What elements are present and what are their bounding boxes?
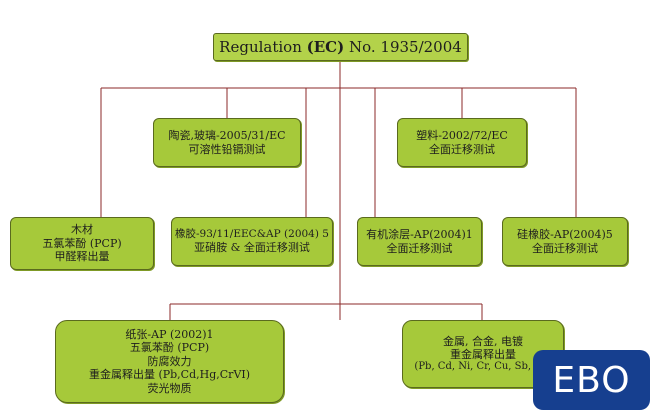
root-title-bold: (EC) <box>306 37 345 56</box>
wood-line-2: 五氯苯酚 (PCP) <box>42 236 122 250</box>
paper-line-1: 纸张-AP (2002)1 <box>125 327 214 341</box>
paper-box: 纸张-AP (2002)1 五氯苯酚 (PCP) 防腐效力 重金属释出量 (Pb… <box>55 320 284 403</box>
organic-line-2: 全面迁移测试 <box>386 241 453 255</box>
ebo-logo: EBO <box>533 350 650 410</box>
wood-line-3: 甲醛释出量 <box>54 250 110 264</box>
metal-line-3: (Pb, Cd, Ni, Cr, Cu, Sb, Zn) <box>414 361 552 373</box>
silicone-line-1: 硅橡胶-AP(2004)5 <box>517 228 613 242</box>
rubber-line-2: 亚硝胺 & 全面迁移测试 <box>194 241 310 255</box>
plastics-box: 塑料-2002/72/EC 全面迁移测试 <box>397 118 527 167</box>
paper-line-5: 荧光物质 <box>147 381 192 395</box>
organic-coating-box: 有机涂层-AP(2004)1 全面迁移测试 <box>357 217 482 266</box>
root-title-prefix: Regulation <box>219 37 307 56</box>
rubber-line-1: 橡胶-93/11/EEC&AP (2004) 5 <box>175 228 329 241</box>
paper-line-4: 重金属释出量 (Pb,Cd,Hg,CrVI) <box>88 368 251 382</box>
plastics-line-1: 塑料-2002/72/EC <box>416 129 508 143</box>
metal-line-2: 重金属释出量 <box>450 347 516 361</box>
ceramics-line-2: 可溶性铅镉测试 <box>188 142 266 156</box>
root-title-suffix: No. 1935/2004 <box>344 37 462 56</box>
plastics-line-2: 全面迁移测试 <box>429 142 495 156</box>
silicone-rubber-box: 硅橡胶-AP(2004)5 全面迁移测试 <box>502 217 628 266</box>
paper-line-3: 防腐效力 <box>147 354 192 368</box>
ebo-logo-text: EBO <box>552 359 631 401</box>
rubber-box: 橡胶-93/11/EEC&AP (2004) 5 亚硝胺 & 全面迁移测试 <box>171 217 333 266</box>
ceramics-glass-box: 陶瓷,玻璃-2005/31/EC 可溶性铅镉测试 <box>153 118 301 167</box>
wood-line-1: 木材 <box>71 223 93 237</box>
paper-line-2: 五氯苯酚 (PCP) <box>129 341 210 355</box>
ceramics-line-1: 陶瓷,玻璃-2005/31/EC <box>168 129 286 143</box>
root-title: Regulation (EC) No. 1935/2004 <box>219 38 462 56</box>
root-regulation-box: Regulation (EC) No. 1935/2004 <box>213 33 468 61</box>
silicone-line-2: 全面迁移测试 <box>532 241 598 255</box>
metal-line-1: 金属, 合金, 电镀 <box>443 334 523 348</box>
organic-line-1: 有机涂层-AP(2004)1 <box>366 228 473 242</box>
wood-box: 木材 五氯苯酚 (PCP) 甲醛释出量 <box>10 217 154 270</box>
